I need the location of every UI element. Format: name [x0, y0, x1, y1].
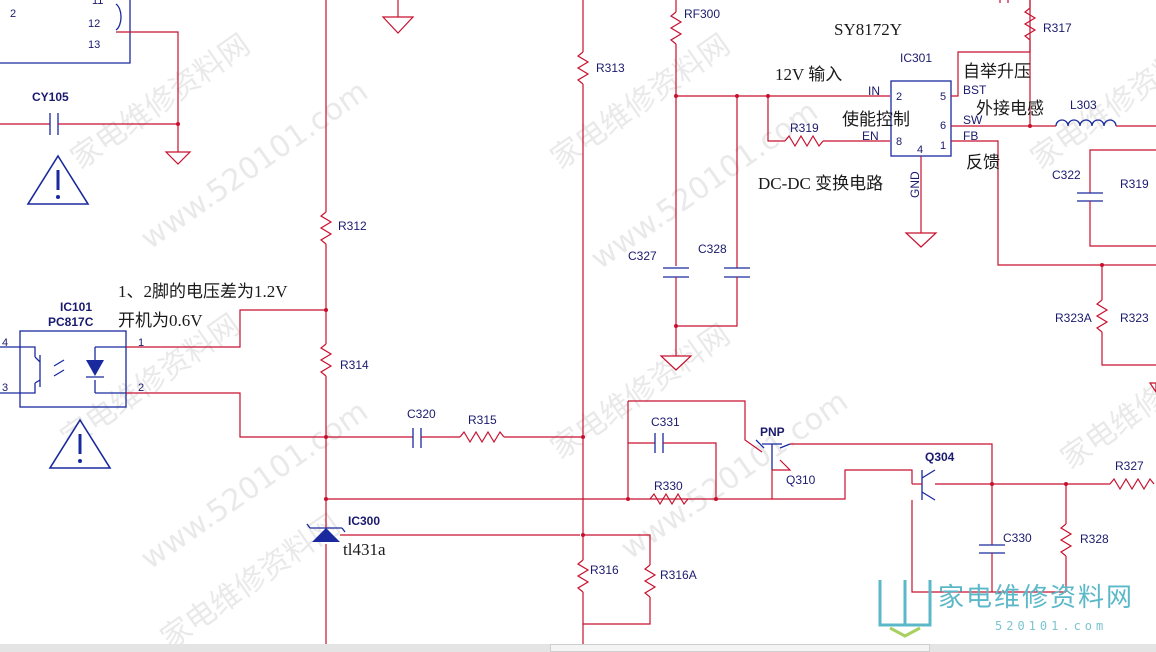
component-ref: IC301 — [900, 51, 932, 65]
ground-symbol — [381, 16, 415, 34]
resistor-r323a: R323A R323 — [1055, 265, 1156, 394]
site-logo: 家电维修资料网 520101.com — [878, 580, 1134, 638]
component-label: R312 — [338, 219, 367, 233]
component-label: PNP — [760, 425, 785, 439]
pin-name: IN — [868, 84, 880, 98]
pin-label: 2 — [896, 91, 902, 103]
top-left-connector: 11 12 13 2 — [0, 0, 179, 152]
pin-label: 2 — [138, 382, 144, 394]
ground-symbol — [904, 232, 938, 248]
component-label: R328 — [1080, 532, 1109, 546]
component-label: R323A — [1055, 311, 1092, 325]
component-label: RF300 — [684, 7, 720, 21]
pin-label: 4 — [917, 144, 923, 156]
pin-name: FB — [963, 129, 978, 143]
watermark-text: 家电维修资料网 — [1055, 327, 1156, 476]
pin-name: EN — [862, 129, 879, 143]
component-label: R323 — [1120, 311, 1149, 325]
note-voltage-line2: 开机为0.6V — [118, 311, 203, 330]
component-label: R316 — [590, 563, 619, 577]
pin-label: 1 — [138, 337, 144, 349]
component-label: C320 — [407, 407, 436, 421]
component-part: PC817C — [48, 315, 94, 329]
component-label: R314 — [340, 358, 369, 372]
component-part: tl431a — [343, 540, 386, 559]
component-label: L303 — [1070, 98, 1097, 112]
component-label: R316A — [660, 568, 697, 582]
rail-left: R312 R314 — [319, 0, 369, 652]
component-label: Q304 — [925, 450, 955, 464]
component-label: R319 — [790, 121, 819, 135]
resistor-r327: R327 — [1109, 459, 1155, 491]
logo-name: 家电维修资料网 — [938, 583, 1134, 613]
watermark-url: www.520101.com — [135, 394, 375, 577]
component-label: C331 — [651, 415, 680, 429]
pin-name: BST — [963, 83, 987, 97]
component-label: R319 — [1120, 177, 1149, 191]
rf300-branch: RF300 — [669, 0, 720, 266]
pin-label: 8 — [896, 136, 902, 148]
component-label: R327 — [1115, 459, 1144, 473]
watermark-text: 家电维修资料网 — [545, 27, 737, 176]
capacitor-cy105: CY105 — [0, 90, 192, 165]
component-label: C327 — [628, 249, 657, 263]
capacitor-c327: C327 — [628, 249, 689, 356]
c320-r315-branch: C320 R315 — [326, 407, 585, 448]
dcdc-ic301: SY8172Y IC301 IN EN 2 8 5 6 1 4 BST SW F… — [834, 0, 1156, 267]
ground-symbol — [164, 151, 192, 165]
warning-icon — [26, 154, 90, 205]
note-external-inductor: 外接电感 — [976, 99, 1044, 118]
pin-label: 2 — [10, 8, 16, 20]
note-voltage-line1: 1、2脚的电压差为1.2V — [118, 282, 288, 301]
pin-name: SW — [963, 113, 983, 127]
capacitor-c322: C322 R319 — [1052, 149, 1156, 247]
ground-symbol — [659, 355, 693, 371]
pin-label: 3 — [2, 382, 8, 394]
note-enable: 使能控制 — [842, 109, 910, 129]
component-label: C330 — [1003, 531, 1032, 545]
pin-label: 1 — [940, 140, 946, 152]
pin-label: 13 — [88, 39, 100, 51]
c331-r330-network: C331 R330 — [627, 400, 763, 506]
inductor-l303: L303 — [1055, 98, 1156, 127]
optocoupler-ic101: IC101 PC817C 4 3 1 2 — [0, 300, 144, 408]
watermark-layer: 家电维修资料网 www.520101.com 家电维修资料网 www.52010… — [55, 27, 1156, 652]
transistor-q310: PNP Q310 — [755, 425, 993, 545]
watermark-text: 家电维修资料网 — [545, 317, 737, 466]
component-ref: IC300 — [348, 514, 380, 528]
warning-icon — [48, 418, 112, 469]
resistor-r328: R328 — [1059, 484, 1109, 592]
pin-label: 6 — [940, 120, 946, 132]
component-label: CY105 — [32, 90, 69, 104]
note-dcdc: DC-DC 变换电路 — [758, 174, 883, 193]
component-part: SY8172Y — [834, 20, 902, 39]
resistor-r317: R317 — [1023, 0, 1072, 128]
component-label: R317 — [1043, 21, 1072, 35]
pin-label: 5 — [940, 91, 946, 103]
scrollbar-thumb[interactable] — [550, 644, 930, 652]
transistor-q304: Q304 — [772, 450, 1110, 593]
capacitor-c330: C330 — [979, 531, 1032, 592]
capacitor-c328: C328 — [674, 96, 750, 328]
component-ref: IC101 — [60, 300, 92, 314]
rail-mid: R313 R316 R316A — [576, 0, 697, 652]
component-label: C322 — [1052, 168, 1081, 182]
component-label: C328 — [698, 242, 727, 256]
note-12v-input: 12V 输入 — [775, 65, 842, 84]
pin-label: 4 — [2, 337, 8, 349]
note-bootstrap: 自举升压 — [963, 62, 1031, 81]
component-label: R330 — [654, 479, 683, 493]
pin-label: 11 — [92, 0, 103, 7]
note-feedback: 反馈 — [966, 153, 1000, 172]
pin-name: GND — [908, 171, 922, 198]
logo-url: 520101.com — [995, 619, 1107, 633]
component-label: R313 — [596, 61, 625, 75]
component-label: R315 — [468, 413, 497, 427]
regulator-ic300: IC300 tl431a — [306, 514, 580, 559]
pin-label: 12 — [88, 18, 100, 30]
component-label: Q310 — [786, 473, 816, 487]
